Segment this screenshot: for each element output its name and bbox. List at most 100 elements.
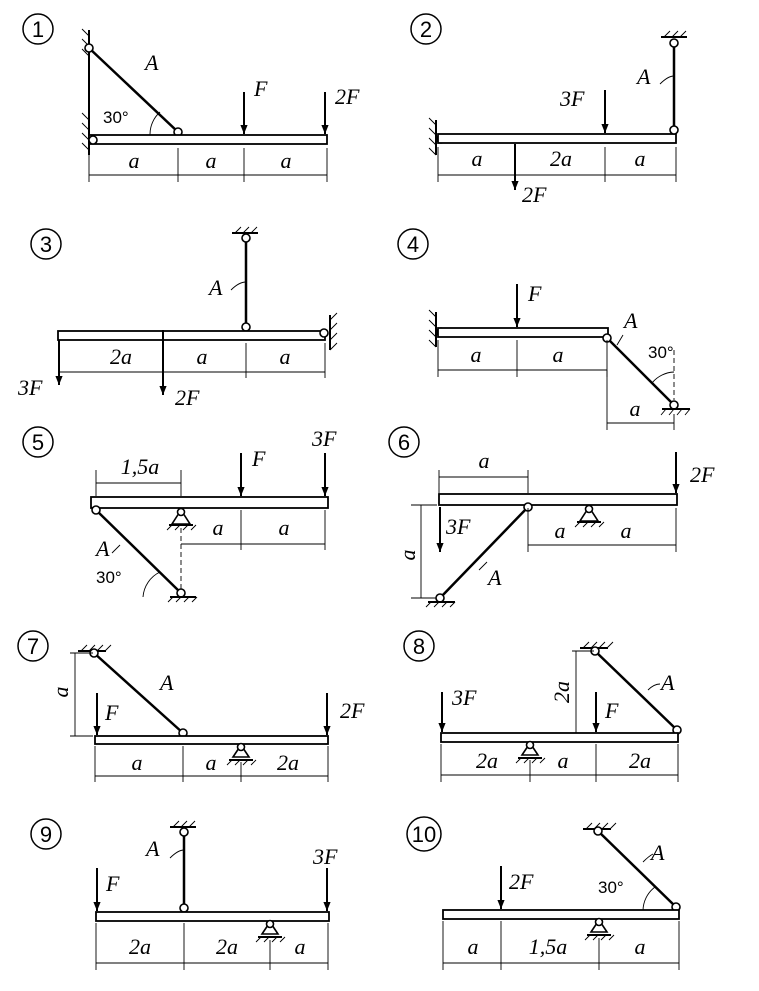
load-label: 2F <box>175 385 200 410</box>
hinge <box>319 328 329 338</box>
extension-lines <box>440 744 679 782</box>
dimension-label: a <box>635 146 646 171</box>
hinge <box>241 322 251 332</box>
problem-number-circle <box>22 13 54 45</box>
rod-a <box>606 337 675 406</box>
wall-hatch <box>329 312 338 351</box>
ground-hatch <box>584 934 615 941</box>
dimension-label: a <box>295 934 306 959</box>
rod-leader <box>111 544 121 554</box>
dimension-label: a <box>280 344 291 369</box>
rod-label: A <box>622 308 638 333</box>
dimension-label: 2a <box>129 934 151 959</box>
problem-1: 1 A 30° F 2F a a a <box>22 13 360 182</box>
hinge <box>91 505 101 515</box>
beam <box>57 330 326 341</box>
problem-number: 4 <box>407 232 419 257</box>
dimension-label: a <box>206 148 217 173</box>
ground-hatch <box>425 601 456 608</box>
dimension-label: 2a <box>550 146 572 171</box>
dimension-label: 1,5a <box>121 454 160 479</box>
wall-hatch <box>81 28 90 151</box>
rod-leader <box>478 561 488 571</box>
load-label: F <box>253 76 268 101</box>
beam <box>442 909 680 920</box>
dimension-label: a <box>472 146 483 171</box>
hinge <box>88 135 98 145</box>
hinge <box>179 903 189 913</box>
dimension-label: a <box>395 550 420 561</box>
rod-leader <box>647 683 661 691</box>
dimension-label: a <box>621 518 632 543</box>
problem-number: 3 <box>40 232 52 257</box>
problem-8: 8 A 2a 3F F 2a a 2a <box>403 630 682 782</box>
rod-leader <box>230 281 247 291</box>
angle-label: 30° <box>96 568 122 587</box>
ground-hatch <box>660 408 691 416</box>
problem-number: 1 <box>32 17 44 42</box>
beam <box>90 496 329 509</box>
problem-number: 6 <box>398 430 410 455</box>
problem-number-circle <box>406 816 442 852</box>
problem-number-circle <box>403 630 435 662</box>
problem-number-circle <box>410 13 442 45</box>
hinge <box>435 593 445 603</box>
problem-10: 10 A 30° 2F a 1,5a a <box>406 816 681 970</box>
ceiling-hatch <box>663 30 687 38</box>
problem-number: 2 <box>420 17 432 42</box>
beam <box>437 327 609 338</box>
load-label: 3F <box>559 86 585 111</box>
rod-leader <box>616 334 624 346</box>
rod-label: A <box>659 670 675 695</box>
angle-arc <box>642 886 656 912</box>
load-label: 3F <box>451 685 477 710</box>
hinge <box>593 826 603 836</box>
rod-a <box>93 652 184 734</box>
hinge <box>525 740 535 750</box>
problem-number: 5 <box>32 430 44 455</box>
ground-hatch <box>167 596 198 603</box>
load-label: 2F <box>340 698 365 723</box>
rod-a <box>439 506 529 599</box>
load-label: 3F <box>17 375 43 400</box>
wall-hatch <box>428 309 437 348</box>
problem-number-circle <box>17 630 49 662</box>
rod-label: A <box>486 565 502 590</box>
rod-label: A <box>143 50 159 75</box>
problem-7: 7 A a F 2F a a 2a <box>17 630 365 782</box>
ground-hatch <box>255 936 286 943</box>
ground-hatch <box>574 521 605 528</box>
dimension-label: a <box>281 148 292 173</box>
beam <box>94 735 329 745</box>
rod-label: A <box>207 275 223 300</box>
dimension-label: a <box>132 750 143 775</box>
problem-number-circle <box>397 228 429 260</box>
extension-lines <box>606 370 675 430</box>
load-label: 2F <box>522 182 547 207</box>
problem-2: 2 A 3F 2F a 2a a <box>410 13 687 207</box>
hinge <box>179 827 189 837</box>
hinge <box>176 588 186 598</box>
extension-lines <box>94 746 329 782</box>
hinge <box>584 504 594 514</box>
extension-lines <box>437 147 677 182</box>
problem-6: 6 A a 3F 2F a a a <box>388 426 715 608</box>
rod-leader <box>659 75 675 85</box>
dimension-label: 2a <box>216 934 238 959</box>
extension-lines <box>88 148 328 182</box>
beam <box>440 732 679 743</box>
dimension-label: 2a <box>110 344 132 369</box>
hinge <box>669 38 679 48</box>
problem-number-circle <box>30 818 62 850</box>
problem-number: 8 <box>413 634 425 659</box>
load-label: F <box>604 698 619 723</box>
beam <box>95 911 330 922</box>
hinge <box>594 917 604 927</box>
ceiling-hatch <box>172 820 196 828</box>
dimension-label: a <box>558 748 569 773</box>
ceiling-hatch <box>582 641 614 649</box>
rod-label: A <box>635 64 651 89</box>
dimension-label: 2a <box>277 750 299 775</box>
problem-9: 9 A F 3F 2a 2a a <box>30 818 338 970</box>
angle-label: 30° <box>103 108 129 127</box>
